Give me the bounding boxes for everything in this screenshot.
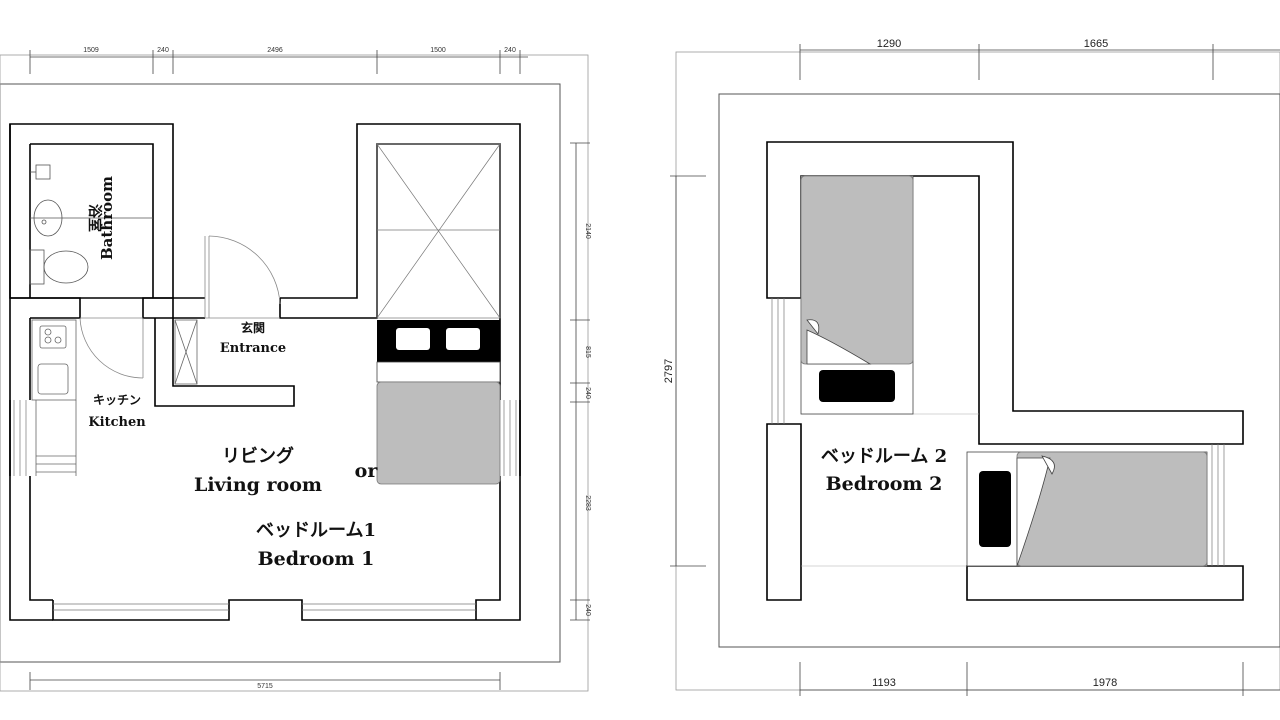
bed-2a — [800, 175, 914, 415]
kitchen-counter — [31, 319, 77, 401]
label-living-en: Living room — [194, 474, 322, 496]
pillow-2b — [979, 471, 1011, 547]
dim-top-4: 1500 — [430, 47, 446, 54]
dim-top-3: 2496 — [267, 47, 283, 54]
floor-plan-right: 1290 1665 1193 1978 2797 — [663, 38, 1280, 696]
bed-2b — [966, 451, 1208, 567]
label-bathroom-en: Bathroom — [98, 176, 116, 260]
pillow-2a — [819, 370, 895, 402]
label-bedroom2-en: Bedroom 2 — [826, 473, 943, 495]
dimension-line-bottom — [29, 672, 501, 690]
bed-1 — [376, 320, 501, 485]
mattress-1 — [376, 381, 501, 485]
pillow-2 — [446, 328, 480, 350]
dimension-line-top — [29, 50, 528, 74]
dim-top-right-2: 1665 — [1084, 38, 1108, 50]
dim-left-right: 2797 — [663, 359, 675, 383]
dim-bottom: 5715 — [257, 683, 273, 690]
dim-top-2: 240 — [157, 47, 169, 54]
label-or: or — [355, 460, 379, 482]
dim-top-5: 240 — [504, 47, 516, 54]
window-right-right — [1211, 444, 1225, 566]
dimension-line-bottom-right — [799, 662, 1280, 696]
closet — [376, 143, 501, 319]
label-kitchen-jp: キッチン — [93, 393, 141, 407]
shoe-cabinet — [174, 319, 198, 385]
window-right — [503, 400, 517, 476]
dim-bottom-right-1: 1193 — [872, 677, 896, 689]
outer-boundary — [0, 83, 561, 663]
dim-right-4: 2283 — [584, 495, 591, 511]
dimension-line-top-right — [799, 44, 1280, 80]
dim-top-1: 1509 — [83, 47, 99, 54]
dimension-line-right — [570, 142, 590, 621]
dim-right-3: 240 — [584, 387, 591, 399]
label-bathroom-jp: 浴室 — [86, 204, 103, 232]
label-entrance-en: Entrance — [220, 341, 286, 356]
label-living-jp: リビング — [222, 445, 294, 467]
outer-frame — [0, 54, 589, 692]
bathroom-fixtures — [29, 164, 153, 285]
outer-boundary-right — [718, 93, 1280, 648]
label-bedroom2-jp: ベッドルーム 2 — [821, 446, 947, 467]
window-bottom — [53, 603, 476, 611]
dimension-line-left-right — [670, 175, 706, 567]
window-left — [13, 400, 27, 476]
label-bedroom1-en: Bedroom 1 — [258, 548, 375, 570]
bathroom-door — [79, 317, 144, 379]
label-kitchen-en: Kitchen — [88, 415, 146, 430]
label-bedroom1-jp: ベッドルーム1 — [256, 520, 376, 541]
window-left-right — [771, 298, 785, 424]
dim-right-1: 2140 — [584, 223, 591, 239]
pillow-1 — [396, 328, 430, 350]
label-entrance-jp: 玄関 — [241, 320, 265, 335]
floor-plan-left: 1509 240 2496 1500 240 5715 2140 815 240… — [0, 47, 591, 692]
entrance-door — [204, 235, 281, 319]
dim-right-2: 815 — [584, 346, 591, 358]
dim-top-right-1: 1290 — [877, 38, 901, 50]
kitchen-ladder — [35, 400, 77, 476]
dim-bottom-right-2: 1978 — [1093, 677, 1117, 689]
dim-right-5: 240 — [584, 604, 591, 616]
